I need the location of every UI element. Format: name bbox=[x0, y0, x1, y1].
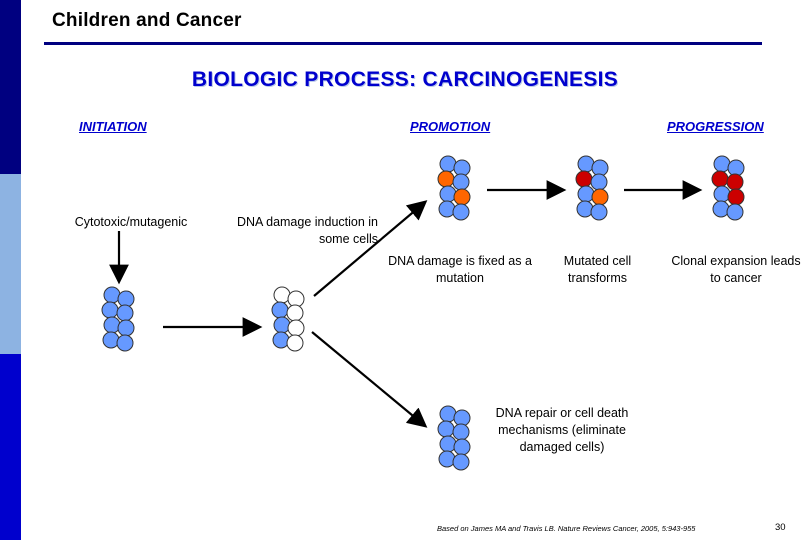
caption-mutated-cell: Mutated cell transforms bbox=[563, 254, 632, 285]
caption-dna-damage: DNA damage induction in some cells bbox=[236, 215, 378, 246]
cluster-mutated-cells bbox=[570, 155, 626, 227]
phase-label-progression: PROGRESSION bbox=[667, 119, 764, 134]
caption-dna-repair: DNA repair or cell death mechanisms (eli… bbox=[495, 406, 629, 454]
caption-clonal-expansion: Clonal expansion leads to cancer bbox=[671, 254, 801, 285]
main-heading: BIOLOGIC PROCESS: CARCINOGENESIS bbox=[191, 68, 619, 91]
cluster-damaged-cells-fixed bbox=[432, 155, 488, 227]
caption-cytotoxic: Cytotoxic/mutagenic bbox=[74, 215, 188, 229]
cluster-repaired-cells bbox=[432, 405, 488, 477]
caption-fixed-mutation: DNA damage is fixed as a mutation bbox=[388, 254, 532, 285]
title-divider bbox=[44, 42, 762, 45]
arrow-promotion-to-repair bbox=[311, 331, 428, 428]
source-credit: Based on James MA and Travis LB. Nature … bbox=[437, 524, 696, 533]
accent-bar-blue bbox=[0, 354, 21, 540]
page-number: 30 bbox=[775, 522, 786, 533]
phase-label-promotion: PROMOTION bbox=[410, 119, 491, 134]
phase-label-initiation: INITIATION bbox=[79, 119, 147, 134]
cluster-normal-cells-initiation bbox=[96, 286, 152, 358]
accent-bar-dark bbox=[0, 0, 21, 174]
page-title: Children and Cancer bbox=[52, 10, 242, 31]
accent-bar-light bbox=[0, 174, 21, 354]
cluster-clonal-expansion-cells bbox=[706, 155, 762, 227]
cluster-damaged-cells-promotion bbox=[266, 286, 322, 358]
arrow-promotion-to-fixed bbox=[313, 200, 428, 297]
